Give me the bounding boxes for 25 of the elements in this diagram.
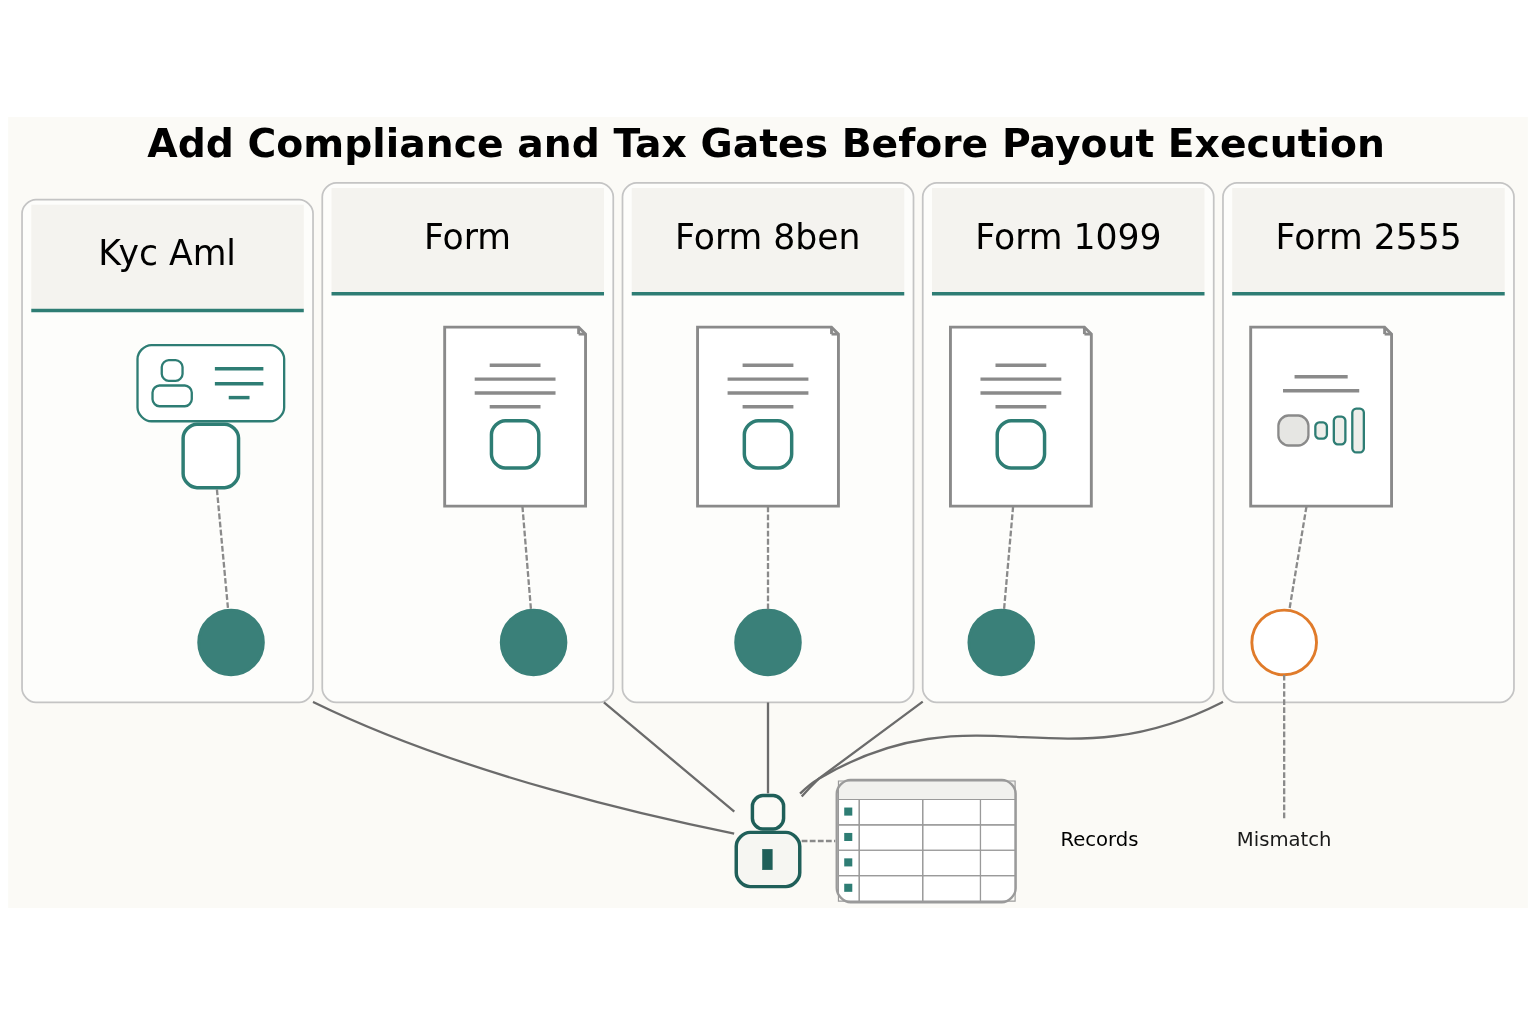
connector — [766, 505, 770, 610]
connector — [521, 505, 533, 610]
node-circle — [967, 608, 1036, 676]
connector — [1002, 505, 1015, 610]
diagram-title: Add Compliance and Tax Gates Before Payout Execution — [147, 119, 1385, 165]
connector — [215, 488, 230, 610]
connector — [1283, 674, 1286, 820]
cluster: Form 2555 — [1222, 181, 1515, 703]
node-circle — [499, 608, 568, 676]
connector — [801, 839, 836, 842]
connector — [603, 701, 736, 813]
connector — [799, 700, 1224, 794]
cluster: Form 1099 — [921, 181, 1215, 703]
connector — [800, 700, 924, 797]
connector — [766, 701, 770, 793]
node-circle — [1250, 608, 1318, 676]
cluster: Form — [321, 181, 615, 703]
connector — [1288, 505, 1308, 611]
node-text: Mismatch — [1236, 827, 1332, 851]
cluster: Kyc Aml — [21, 198, 314, 703]
node-circle — [734, 608, 802, 676]
connector — [312, 700, 735, 835]
cluster: Form 8ben — [621, 181, 915, 703]
node-label: Records — [1060, 827, 1139, 851]
node-circle — [197, 608, 265, 676]
